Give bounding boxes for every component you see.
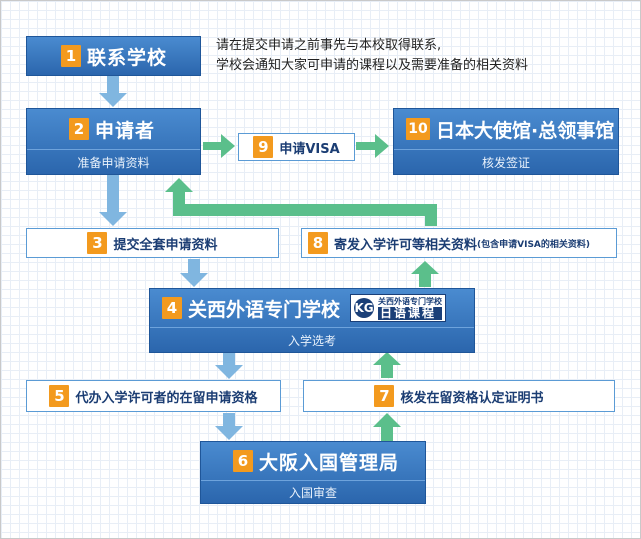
arrow-5-to-6 [215, 413, 243, 440]
step-9-box: 9 申请VISA [238, 133, 355, 161]
arrow-9-to-10 [356, 134, 389, 158]
note-line-1: 请在提交申请之前事先与本校取得联系, [216, 38, 442, 53]
arrow-8-to-2 [165, 178, 437, 226]
step-4-number: 4 [162, 297, 182, 319]
step-8-title: 寄发入学许可等相关资料 [334, 237, 478, 253]
note-line-2: 学校会通知大家可申请的课程以及需要准备的相关资料 [216, 58, 529, 73]
arrow-6-to-7 [373, 413, 401, 441]
step-3-title: 提交全套申请资料 [113, 237, 218, 253]
arrow-7-to-4 [373, 352, 401, 378]
step-7-number: 7 [374, 385, 395, 407]
step-10-title: 日本大使馆·总领事馆 [436, 119, 615, 142]
step-1-box: 1 联系学校 [26, 36, 201, 76]
arrow-4-to-8 [411, 261, 439, 287]
step-10-subtitle: 核发签证 [394, 149, 618, 176]
step-8-note: (包含申请VISA的相关资料) [477, 239, 591, 250]
arrow-2-to-3 [99, 175, 127, 226]
step-10-box: 10 日本大使馆·总领事馆 核发签证 [393, 108, 619, 175]
instruction-note: 请在提交申请之前事先与本校取得联系, 学校会通知大家可申请的课程以及需要准备的相… [216, 36, 528, 76]
step-4-subtitle: 入学选考 [150, 327, 474, 354]
step-6-title: 大阪入国管理局 [259, 451, 400, 474]
step-2-title: 申请者 [95, 119, 156, 142]
step-2-number: 2 [69, 118, 89, 140]
step-4-title: 关西外语专门学校 [188, 298, 341, 321]
step-9-title: 申请VISA [279, 141, 340, 157]
step-3-box: 3 提交全套申请资料 [26, 228, 279, 258]
school-logo: KG 关西外语专门学校 日语课程 [350, 294, 447, 322]
arrow-2-to-9 [203, 134, 235, 158]
step-9-number: 9 [253, 136, 274, 158]
step-2-box: 2 申请者 准备申请资料 [26, 108, 201, 175]
step-6-subtitle: 入国审查 [201, 480, 425, 505]
step-6-box: 6 大阪入国管理局 入国审查 [200, 441, 426, 504]
step-3-number: 3 [87, 232, 108, 254]
school-logo-line-1: 关西外语专门学校 [378, 296, 443, 306]
step-6-number: 6 [233, 450, 253, 472]
step-4-box: 4 关西外语专门学校 KG 关西外语专门学校 日语课程 入学选考 [149, 288, 475, 353]
step-5-number: 5 [49, 385, 70, 407]
school-logo-line-2: 日语课程 [378, 306, 443, 320]
step-5-title: 代办入学许可者的在留申请资格 [75, 390, 258, 406]
step-1-number: 1 [61, 45, 81, 67]
step-7-box: 7 核发在留资格认定证明书 [303, 380, 615, 412]
step-1-title: 联系学校 [87, 46, 168, 69]
step-8-box: 8 寄发入学许可等相关资料 (包含申请VISA的相关资料) [301, 228, 617, 258]
step-5-box: 5 代办入学许可者的在留申请资格 [26, 380, 281, 412]
step-10-number: 10 [406, 118, 430, 140]
arrow-3-to-4 [180, 259, 208, 287]
step-8-number: 8 [308, 232, 328, 254]
arrow-4-to-5 [215, 353, 243, 379]
school-logo-mark: KG [354, 298, 375, 318]
step-2-subtitle: 准备申请资料 [27, 149, 200, 176]
step-7-title: 核发在留资格认定证明书 [400, 390, 544, 406]
arrow-1-to-2 [99, 76, 127, 107]
